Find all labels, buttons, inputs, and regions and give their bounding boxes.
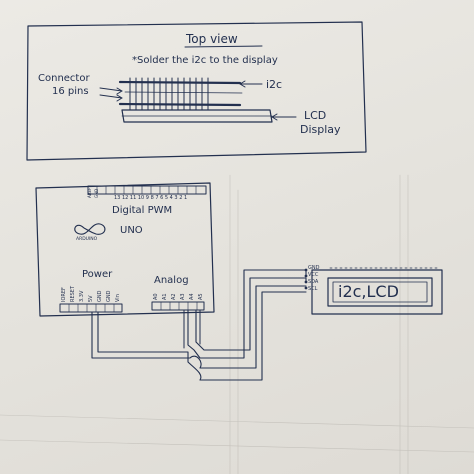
uno-label: UNO [120, 225, 143, 236]
i2c-label: i2c [266, 78, 283, 91]
top-view-box [26, 21, 367, 161]
digital-pin-numbers: 13 12 11 10 9 8 7 6 5 4 3 2 1 [114, 195, 188, 201]
analog-pin-a0: A0 [153, 293, 159, 300]
power-pin-ioref: IOREF [61, 287, 67, 302]
gnd-label: GND [94, 188, 99, 198]
lcd-label-2: Display [300, 123, 341, 136]
lcd-pin-gnd: GND [308, 265, 320, 271]
digital-header [87, 185, 207, 195]
lcd-module-outline [311, 269, 443, 315]
connector-label-1: Connector [38, 73, 90, 84]
solder-note: *Solder the i2c to the display [132, 55, 278, 66]
connector-rail [118, 80, 242, 85]
wire-vcc [97, 291, 307, 381]
lcd-screen [327, 277, 433, 307]
analog-label: Analog [154, 275, 189, 286]
analog-pin-a3: A3 [180, 293, 186, 300]
power-pin-reset: RESET [70, 285, 76, 302]
power-label: Power [82, 269, 113, 280]
digital-pwm-label: Digital PWM [112, 205, 173, 216]
wire-scl [195, 277, 307, 351]
lcd-pin-scl: SCL [308, 286, 318, 292]
analog-pin-a1: A1 [162, 293, 168, 300]
analog-pin-a2: A2 [171, 293, 177, 300]
wire-sda [187, 269, 307, 359]
wire-gnd [91, 285, 307, 369]
arduino-logo-text: ARDUINO [76, 237, 98, 242]
power-pin-vin: Vin [115, 294, 121, 302]
lcd-pin-vcc: VCC [308, 272, 319, 278]
lcd-board-top-view [121, 109, 273, 123]
lcd-pin-sda: SDA [308, 279, 319, 285]
connector-pins [124, 77, 243, 111]
arduino-board-outline [35, 182, 215, 317]
analog-header [151, 301, 205, 311]
analog-pin-a5: A5 [198, 293, 204, 300]
power-pin-gnd-1: GND [97, 290, 103, 302]
power-pin-gnd-2: GND [106, 290, 112, 302]
analog-pin-a4: A4 [189, 293, 195, 300]
infinity-logo [74, 223, 106, 235]
top-view-title: Top view [186, 32, 238, 46]
power-pin-3v3: 3.3V [79, 290, 85, 302]
lcd-label-1: LCD [304, 109, 327, 122]
connector-label-2: 16 pins [52, 86, 89, 97]
power-header [59, 303, 123, 313]
lcd-module-text: i2c,LCD [338, 282, 399, 301]
aref-label: AREF [87, 187, 92, 198]
power-pin-5v: 5V [88, 295, 94, 302]
